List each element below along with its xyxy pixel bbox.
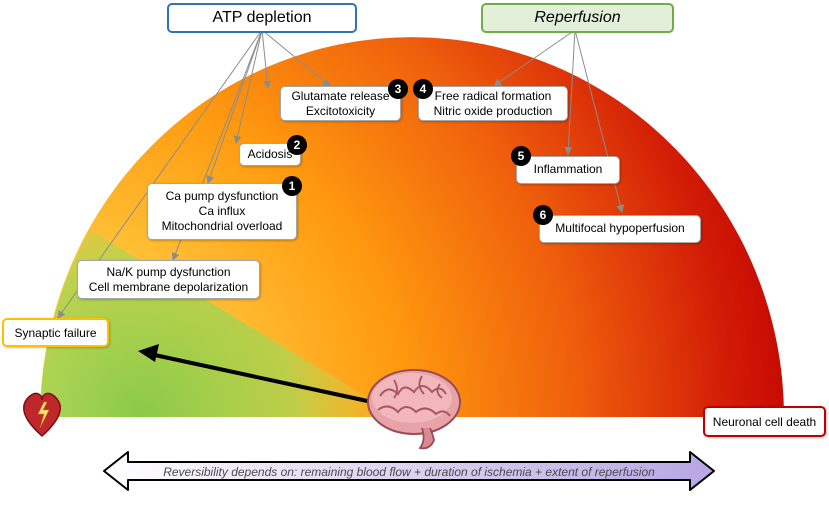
ca-pump-line2: Ca influx — [198, 204, 246, 218]
progression-arrow — [149, 352, 373, 404]
synaptic-failure-label: Synaptic failure — [14, 326, 97, 340]
na-k-box: Na/K pump dysfunction Cell membrane depo… — [77, 260, 260, 299]
neuronal-death-label: Neuronal cell death — [712, 415, 817, 429]
atp-depletion-header: ATP depletion — [167, 3, 357, 33]
glutamate-box: Glutamate release Excitotoxicity — [280, 86, 401, 121]
ca-pump-line1: Ca pump dysfunction — [165, 189, 279, 203]
broken-heart-icon — [23, 392, 61, 438]
step-4-badge: 4 — [413, 79, 433, 99]
reperfusion-header: Reperfusion — [481, 3, 674, 33]
na-k-line2: Cell membrane depolarization — [88, 280, 249, 294]
step-5-badge: 5 — [511, 146, 531, 166]
glutamate-line2: Excitotoxicity — [305, 104, 376, 118]
reversibility-text: Reversibility depends on: remaining bloo… — [163, 465, 655, 479]
neuronal-death-box: Neuronal cell death — [703, 406, 826, 437]
multifocal-label: Multifocal hypoperfusion — [555, 221, 685, 235]
acidosis-label: Acidosis — [247, 147, 293, 161]
step-3-badge: 3 — [388, 79, 408, 99]
acidosis-box: Acidosis — [239, 143, 301, 166]
brain-icon — [367, 369, 461, 450]
reversibility-double-arrow — [103, 451, 715, 491]
atp-depletion-label: ATP depletion — [212, 9, 312, 26]
step-6-badge: 6 — [533, 205, 553, 225]
reperfusion-label: Reperfusion — [534, 9, 621, 26]
inflammation-label: Inflammation — [533, 162, 603, 176]
multifocal-box: Multifocal hypoperfusion — [539, 215, 701, 243]
synaptic-failure-box: Synaptic failure — [2, 318, 109, 347]
step-2-badge: 2 — [287, 135, 307, 155]
ca-pump-line3: Mitochondrial overload — [161, 219, 283, 233]
free-radical-line1: Free radical formation — [434, 89, 552, 103]
inflammation-box: Inflammation — [516, 156, 620, 184]
free-radical-line2: Nitric oxide production — [433, 104, 553, 118]
progression-arrowhead — [138, 344, 159, 362]
na-k-line1: Na/K pump dysfunction — [106, 265, 231, 279]
free-radical-box: Free radical formation Nitric oxide prod… — [418, 86, 568, 121]
ca-pump-box: Ca pump dysfunction Ca influx Mitochondr… — [147, 183, 297, 240]
glutamate-line1: Glutamate release — [291, 89, 390, 103]
step-1-badge: 1 — [282, 176, 302, 196]
